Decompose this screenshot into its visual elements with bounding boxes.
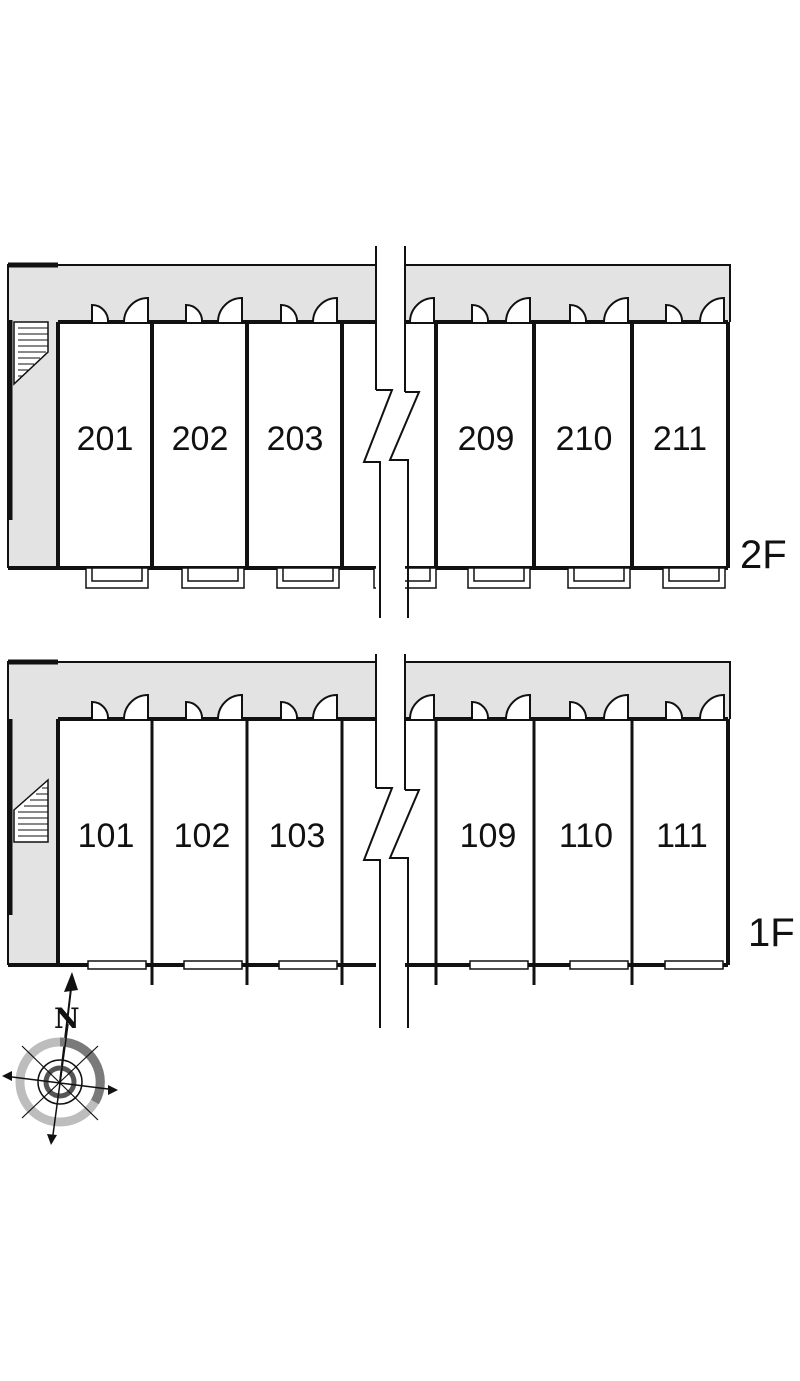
unit-label: 201	[77, 420, 134, 458]
unit-label: 211	[653, 420, 707, 458]
unit-label: 102	[174, 817, 231, 855]
door-icons	[91, 296, 725, 323]
unit-label: 202	[172, 420, 229, 458]
unit-label: 111	[656, 817, 708, 855]
unit-label: 110	[559, 817, 613, 855]
door-icons	[91, 693, 725, 720]
floor-1f: 101 102 103 109 110 111 1F	[7, 654, 795, 1028]
corridor	[8, 662, 730, 965]
unit-label: 101	[78, 817, 135, 855]
corridor	[8, 265, 730, 568]
windows	[87, 960, 724, 970]
floor-label: 1F	[748, 911, 795, 955]
unit-label: 103	[269, 817, 326, 855]
floor-2f: 201 202 203 209 210 211 2F	[7, 246, 787, 618]
stairs-icon	[13, 321, 49, 386]
unit-label: 209	[458, 420, 515, 458]
unit-label: 109	[460, 817, 517, 855]
unit-label: 203	[267, 420, 324, 458]
break-symbol	[362, 654, 421, 1028]
stairs-icon	[13, 778, 49, 843]
unit-label: 210	[556, 420, 613, 458]
balconies	[85, 567, 726, 589]
floor-label: 2F	[740, 533, 787, 577]
compass-icon: N	[2, 972, 118, 1145]
break-symbol	[362, 246, 421, 618]
